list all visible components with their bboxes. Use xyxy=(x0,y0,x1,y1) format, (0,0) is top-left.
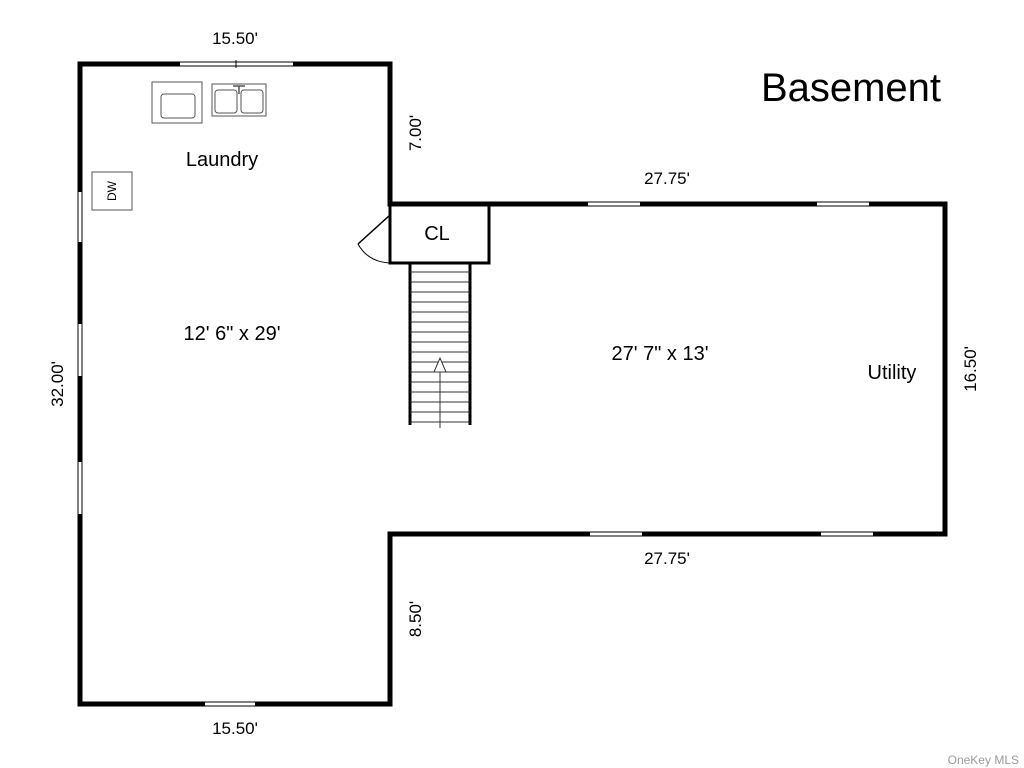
room-utility-size: 27' 7" x 13' xyxy=(611,343,708,365)
double-sink-icon xyxy=(211,83,267,117)
room-laundry-size: 12' 6" x 29' xyxy=(183,323,280,345)
dim-bottom-left: 15.50' xyxy=(212,719,258,738)
window-top-laundry xyxy=(180,60,293,69)
dim-top-right: 27.75' xyxy=(644,169,690,188)
dishwasher-icon: DW xyxy=(91,171,133,211)
dim-notch-bottom: 8.50' xyxy=(406,601,425,637)
closet-door xyxy=(357,214,391,264)
room-closet-label: CL xyxy=(424,223,450,245)
laundry-tub-icon xyxy=(151,81,203,124)
room-laundry-label: Laundry xyxy=(186,149,258,171)
dim-right: 16.50' xyxy=(961,346,980,392)
window-utility-top-2 xyxy=(817,200,869,209)
dishwasher-label: DW xyxy=(105,180,119,201)
room-utility-label: Utility xyxy=(868,362,917,384)
window-utility-bottom-1 xyxy=(590,530,642,539)
floor-title: Basement xyxy=(761,66,941,110)
window-utility-top-1 xyxy=(588,200,640,209)
window-utility-bottom-2 xyxy=(821,530,873,539)
dim-bottom-right: 27.75' xyxy=(644,549,690,568)
dim-notch-top: 7.00' xyxy=(406,115,425,151)
closet-walls xyxy=(388,203,491,265)
watermark: OneKey MLS xyxy=(948,753,1019,767)
stairs xyxy=(408,264,472,428)
dim-top-left: 15.50' xyxy=(212,29,258,48)
dim-left: 32.00' xyxy=(48,361,67,407)
window-left-upper xyxy=(76,192,85,242)
exterior-walls xyxy=(77,61,948,707)
window-left-middle xyxy=(76,324,85,376)
window-bottom-laundry xyxy=(205,700,255,709)
window-left-lower xyxy=(76,462,85,514)
